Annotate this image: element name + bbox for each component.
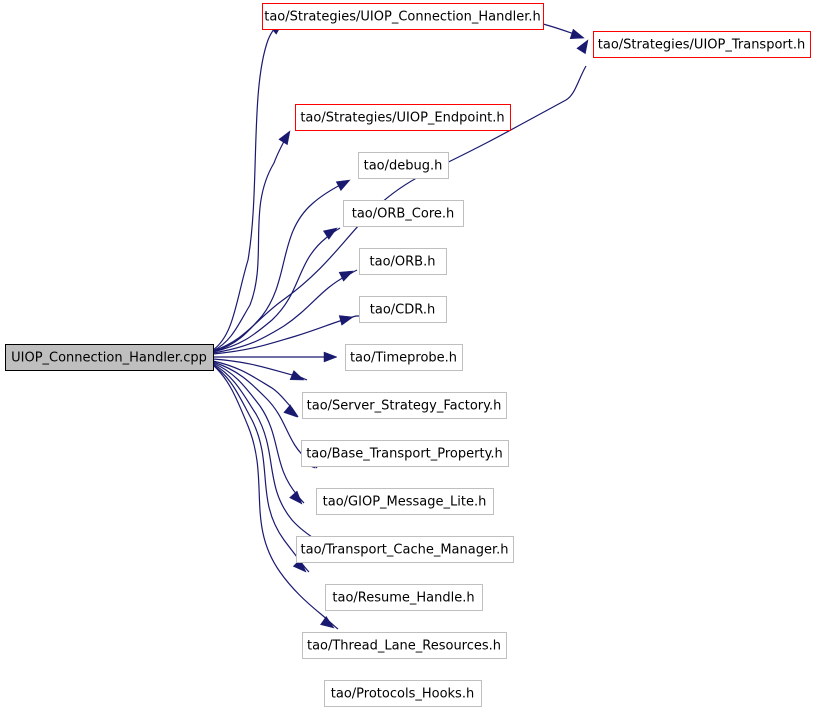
graph-arrowhead [278, 130, 291, 146]
graph-node[interactable]: tao/Timeprobe.h [345, 344, 463, 371]
graph-node[interactable]: tao/ORB_Core.h [343, 200, 464, 227]
graph-arrowhead [322, 227, 338, 240]
node-box[interactable] [262, 3, 544, 30]
graph-node[interactable]: tao/Resume_Handle.h [325, 584, 483, 611]
graph-node[interactable]: tao/Strategies/UIOP_Transport.h [593, 31, 811, 58]
graph-node[interactable]: tao/Thread_Lane_Resources.h [302, 632, 507, 659]
node-label: tao/Transport_Cache_Manager.h [301, 543, 509, 558]
node-box[interactable] [296, 536, 514, 563]
graph-arrowhead [289, 490, 303, 505]
graph-node[interactable]: tao/Strategies/UIOP_Endpoint.h [295, 104, 511, 131]
graph-edge [212, 364, 339, 630]
node-label: tao/Server_Strategy_Factory.h [307, 399, 502, 414]
graph-arrowhead [323, 351, 338, 363]
node-box[interactable] [345, 344, 463, 371]
graph-node[interactable]: tao/Server_Strategy_Factory.h [302, 392, 507, 419]
node-label: tao/Timeprobe.h [350, 351, 457, 366]
graph-node-root[interactable]: UIOP_Connection_Handler.cpp [5, 344, 214, 371]
node-label: tao/Thread_Lane_Resources.h [307, 639, 501, 654]
node-label: tao/debug.h [364, 159, 443, 174]
graph-node[interactable]: tao/Strategies/UIOP_Connection_Handler.h [262, 3, 544, 30]
graph-arrowhead [338, 270, 354, 282]
graph-node[interactable]: tao/Base_Transport_Property.h [301, 440, 509, 467]
graph-edge [212, 315, 359, 355]
node-box[interactable] [359, 296, 447, 323]
graph-edge [212, 360, 299, 418]
graph-node[interactable]: tao/Protocols_Hooks.h [324, 680, 482, 707]
graph-edge [212, 181, 347, 353]
node-label: tao/GIOP_Message_Lite.h [323, 495, 487, 510]
graph-edge [212, 362, 305, 504]
node-box[interactable] [358, 152, 449, 179]
graph-edge [212, 21, 283, 351]
node-label: tao/Strategies/UIOP_Endpoint.h [300, 111, 504, 126]
graph-arrowhead [576, 39, 589, 55]
node-label: tao/Resume_Handle.h [332, 591, 474, 606]
node-label: tao/CDR.h [370, 303, 435, 318]
graph-edge [212, 364, 310, 573]
node-box[interactable] [301, 440, 509, 467]
node-box[interactable] [302, 632, 507, 659]
node-label: tao/Strategies/UIOP_Connection_Handler.h [264, 10, 541, 25]
node-box[interactable] [325, 584, 483, 611]
node-label: tao/ORB_Core.h [352, 207, 455, 222]
graph-arrowhead [335, 179, 351, 191]
graph-node[interactable]: tao/GIOP_Message_Lite.h [316, 488, 494, 515]
node-box[interactable] [359, 248, 447, 275]
node-label: tao/Base_Transport_Property.h [306, 447, 503, 462]
node-box[interactable] [5, 344, 214, 371]
node-box[interactable] [324, 680, 482, 707]
node-label: UIOP_Connection_Handler.cpp [11, 351, 207, 366]
node-label: tao/Strategies/UIOP_Transport.h [598, 38, 805, 53]
node-box[interactable] [302, 392, 507, 419]
node-label: tao/ORB.h [370, 255, 436, 270]
graph-node[interactable]: tao/ORB.h [359, 248, 447, 275]
graph-arrowhead [569, 28, 585, 40]
node-box[interactable] [295, 104, 511, 131]
node-label: tao/Protocols_Hooks.h [331, 687, 474, 702]
node-box[interactable] [593, 31, 811, 58]
graph-arrowhead [289, 370, 305, 381]
graph-nodes: UIOP_Connection_Handler.cpp tao/Strategie… [5, 3, 811, 707]
node-box[interactable] [316, 488, 494, 515]
node-box[interactable] [343, 200, 464, 227]
graph-arrowhead [338, 315, 354, 326]
graph-node[interactable]: tao/Transport_Cache_Manager.h [296, 536, 514, 563]
graph-edge [212, 133, 289, 352]
graph-arrowhead [283, 404, 298, 418]
graph-arrowhead [320, 616, 335, 629]
graph-node[interactable]: tao/CDR.h [359, 296, 447, 323]
graph-node[interactable]: tao/debug.h [358, 152, 449, 179]
